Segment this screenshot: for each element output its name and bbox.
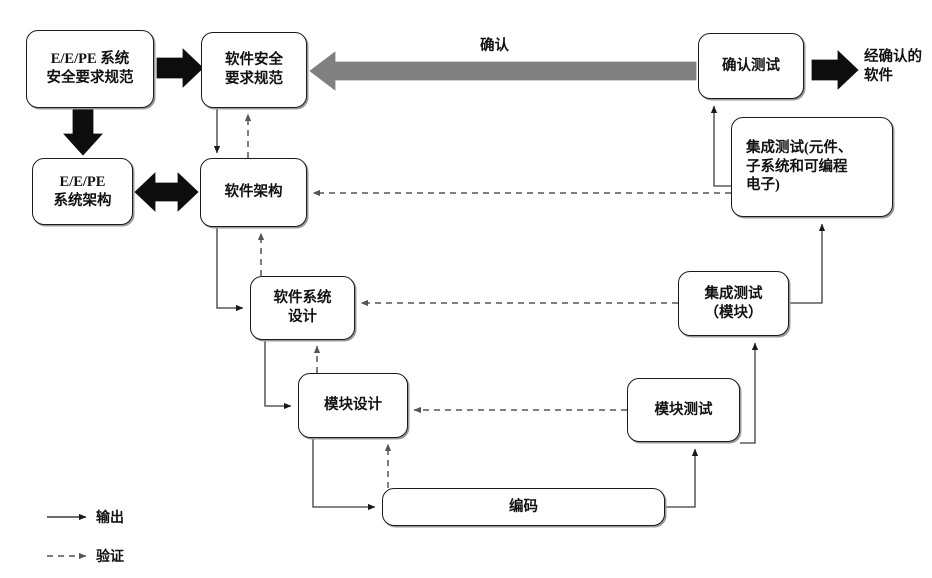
node-label: 软件系统 设计 [273, 290, 332, 325]
output-flow-lines [213, 105, 826, 511]
arrow-valid-test-to-validated-software [811, 50, 859, 90]
node-eepe-system-safety-requirements[interactable]: E/E/PE 系统 安全要求规范 [26, 30, 154, 108]
node-label: 确认测试 [722, 57, 780, 74]
arrow-eepe-arch-sw-arch-bidirectional [134, 172, 199, 212]
node-module-design[interactable]: 模块设计 [298, 373, 408, 438]
node-label: E/E/PE 系统架构 [53, 173, 112, 209]
node-label: 集成测试(元件、 子系统和可编程 电子) [746, 140, 853, 194]
node-label: 软件安全 要求规范 [225, 52, 283, 87]
node-label: E/E/PE 系统 安全要求规范 [46, 51, 134, 86]
node-module-test[interactable]: 模块测试 [627, 378, 740, 442]
node-eepe-system-architecture[interactable]: E/E/PE 系统架构 [32, 158, 133, 225]
node-integration-test-module[interactable]: 集成测试 （模块） [678, 271, 789, 336]
node-validation-test[interactable]: 确认测试 [698, 33, 804, 99]
node-software-system-design[interactable]: 软件系统 设计 [250, 276, 355, 340]
node-software-safety-requirements[interactable]: 软件安全 要求规范 [201, 32, 307, 108]
node-label: 模块测试 [654, 401, 713, 418]
legend-item-output-label: 输出 [96, 511, 124, 526]
verification-flow-lines [244, 113, 731, 488]
node-label: 模块设计 [324, 397, 382, 414]
node-label: 软件架构 [224, 184, 283, 201]
legend-item-verification-label: 验证 [96, 550, 124, 565]
node-software-architecture[interactable]: 软件架构 [200, 158, 307, 227]
label-validation-arrow: 确认 [480, 38, 509, 54]
node-label: 编码 [509, 498, 538, 515]
node-label: 集成测试 （模块） [704, 285, 763, 321]
node-integration-test-system[interactable]: 集成测试(元件、 子系统和可编程 电子) [731, 117, 893, 217]
node-coding[interactable]: 编码 [382, 488, 665, 526]
arrow-eepe-req-to-sw-req [156, 48, 204, 88]
arrow-validation-gray [309, 51, 697, 91]
arrow-eepe-req-to-eepe-arch [63, 107, 103, 156]
label-validated-software: 经确认的 软件 [864, 49, 922, 84]
